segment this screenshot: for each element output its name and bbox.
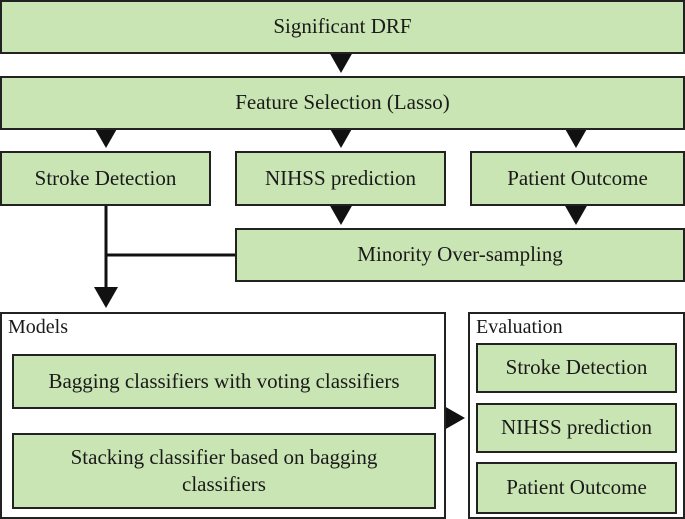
- bagging-classifier-label: Bagging classifiers with voting classifi…: [48, 368, 400, 393]
- nihss-prediction-box: NIHSS prediction: [235, 151, 446, 206]
- minority-oversampling-box: Minority Over-sampling: [235, 228, 685, 282]
- feature-selection-box: Feature Selection (Lasso): [0, 76, 685, 130]
- eval-stroke-detection-box: Stroke Detection: [476, 343, 677, 393]
- patient-outcome-box: Patient Outcome: [470, 151, 685, 206]
- stacking-classifier-box: Stacking classifier based on bagging cla…: [12, 433, 436, 509]
- significant-drf-box: Significant DRF: [0, 0, 685, 54]
- stroke-detection-label: Stroke Detection: [34, 165, 177, 190]
- evaluation-group: Evaluation Stroke Detection NIHSS predic…: [468, 312, 685, 519]
- bagging-classifier-box: Bagging classifiers with voting classifi…: [12, 354, 436, 409]
- eval-patient-outcome-box: Patient Outcome: [476, 462, 677, 514]
- eval-patient-outcome-label: Patient Outcome: [506, 475, 647, 500]
- stroke-detection-box: Stroke Detection: [0, 151, 211, 206]
- models-group: Models Bagging classifiers with voting c…: [0, 312, 446, 519]
- nihss-prediction-label: NIHSS prediction: [264, 165, 417, 190]
- models-group-label: Models: [8, 316, 68, 338]
- evaluation-group-label: Evaluation: [476, 316, 563, 338]
- stacking-classifier-label: Stacking classifier based on bagging cla…: [70, 444, 378, 496]
- feature-selection-label: Feature Selection (Lasso): [235, 90, 450, 115]
- eval-nihss-prediction-box: NIHSS prediction: [476, 403, 677, 453]
- eval-stroke-detection-label: Stroke Detection: [505, 355, 648, 380]
- minority-oversampling-label: Minority Over-sampling: [357, 242, 563, 267]
- eval-nihss-prediction-label: NIHSS prediction: [500, 415, 653, 440]
- patient-outcome-label: Patient Outcome: [507, 165, 648, 190]
- significant-drf-label: Significant DRF: [273, 14, 412, 39]
